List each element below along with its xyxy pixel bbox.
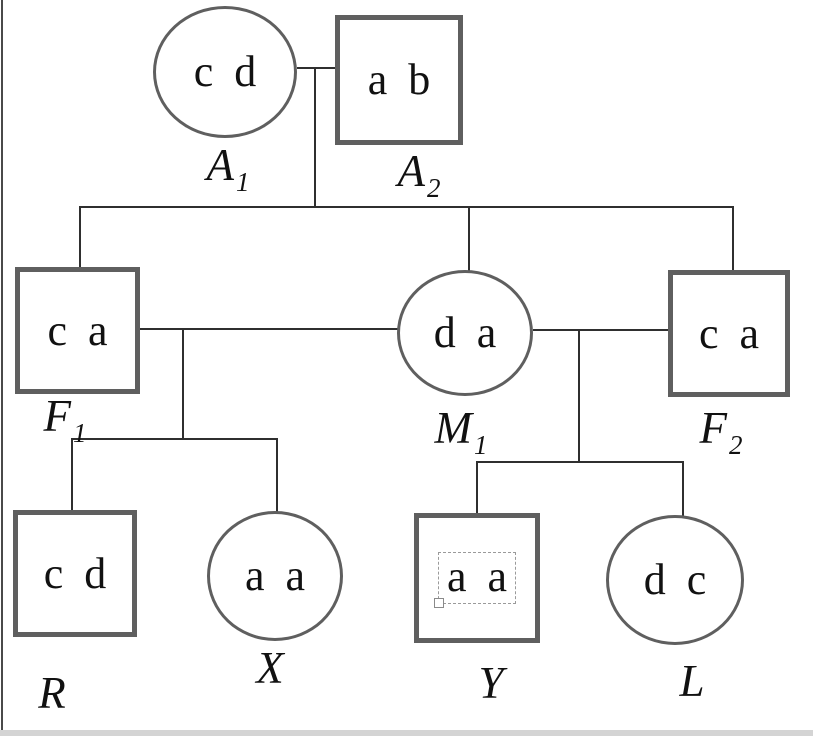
- sibling-line-M1-F2-children: [476, 461, 684, 463]
- pedigree-node-F1: c a: [15, 267, 140, 394]
- drop-line-F2: [732, 206, 734, 271]
- mating-line-A1-A2: [297, 67, 337, 69]
- genotype-text-F1: c a: [47, 305, 108, 355]
- mating-line-M1-F2: [533, 329, 668, 331]
- descent-line-M1-F2: [578, 329, 580, 463]
- node-label-A2: A2: [397, 146, 441, 202]
- label-subscript-F1: 1: [73, 418, 87, 448]
- genotype-text-L: d c: [643, 555, 707, 604]
- label-subscript-A2: 2: [427, 173, 441, 203]
- left-border-line: [1, 0, 3, 733]
- drop-line-F1: [79, 206, 81, 267]
- pedigree-node-A1: c d: [153, 6, 297, 138]
- bottom-edge-band: [0, 730, 813, 736]
- genotype-text-A1: c d: [193, 47, 257, 96]
- selection-marquee: a a: [433, 552, 517, 608]
- node-label-X: X: [256, 646, 284, 691]
- pedigree-node-F2: c a: [668, 270, 790, 397]
- node-label-M1: M1: [434, 403, 488, 459]
- label-base-A2: A: [397, 146, 426, 196]
- genotype-text-F2: c a: [698, 308, 760, 358]
- label-base-X: X: [256, 643, 284, 693]
- drop-line-X: [276, 438, 278, 512]
- node-label-A1: A1: [206, 140, 250, 196]
- descent-line-F1-M1: [182, 328, 184, 440]
- sibling-line-F1-M1-children: [71, 438, 278, 440]
- label-base-L: L: [679, 656, 705, 706]
- node-label-R: R: [38, 671, 66, 716]
- label-base-F2: F: [699, 403, 728, 453]
- sibling-line-gen2: [79, 206, 734, 208]
- label-subscript-A1: 1: [236, 167, 250, 197]
- pedigree-node-A2: a b: [335, 15, 463, 145]
- label-base-Y: Y: [478, 658, 504, 708]
- node-label-L: L: [679, 659, 704, 704]
- genotype-text-M1: d a: [433, 308, 497, 357]
- genotype-text-R: c d: [43, 548, 107, 598]
- genotype-text-X: a a: [244, 551, 306, 600]
- label-base-A1: A: [206, 140, 235, 190]
- pedigree-node-M1: d a: [397, 270, 533, 396]
- label-base-F1: F: [43, 391, 72, 441]
- pedigree-node-X: a a: [207, 511, 343, 641]
- pedigree-node-L: d c: [606, 515, 744, 645]
- pedigree-node-Y: a a: [414, 513, 540, 643]
- label-subscript-M1: 1: [474, 430, 488, 460]
- drop-line-Y: [476, 461, 478, 514]
- node-label-F1: F1: [43, 391, 87, 447]
- mating-line-F1-M1: [138, 328, 398, 330]
- drop-line-L: [682, 461, 684, 516]
- genotype-text-A2: a b: [367, 55, 431, 104]
- drop-line-R: [71, 438, 73, 511]
- descent-line-A: [314, 67, 316, 207]
- node-label-F2: F2: [699, 403, 743, 459]
- genotype-text-Y: a a: [446, 552, 508, 601]
- node-label-Y: Y: [478, 661, 503, 706]
- label-base-R: R: [38, 668, 66, 718]
- label-base-M1: M: [434, 403, 473, 453]
- label-subscript-F2: 2: [729, 430, 743, 460]
- drop-line-M1: [468, 206, 470, 272]
- pedigree-node-R: c d: [13, 510, 137, 637]
